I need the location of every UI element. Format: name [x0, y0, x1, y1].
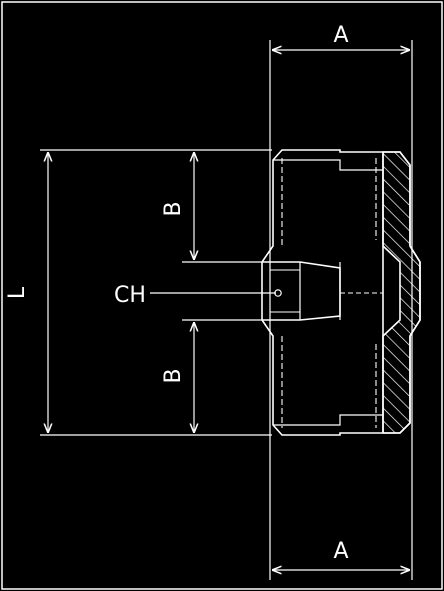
dimension-ch: CH: [114, 283, 282, 308]
nipple-fitting: [261, 149, 421, 436]
dim-label-a-top: A: [333, 23, 348, 48]
dimension-a-bottom: A: [272, 539, 410, 570]
dim-label-ch: CH: [114, 283, 146, 308]
thread-upper: [281, 158, 377, 246]
dimension-a-top: A: [272, 23, 410, 50]
dim-label-b-lower: B: [161, 368, 186, 383]
dimension-b-upper: B: [161, 152, 194, 260]
dim-label-l: L: [5, 286, 30, 299]
dimension-b-lower: B: [161, 322, 194, 433]
section-hatch: [382, 151, 421, 434]
extension-lines: [40, 40, 413, 580]
thread-lower: [281, 336, 377, 428]
dim-label-b-upper: B: [161, 201, 186, 216]
hex-section: [262, 261, 383, 321]
outer-profile: [261, 149, 421, 436]
dimension-l: L: [5, 152, 48, 433]
dim-label-a-bottom: A: [333, 539, 348, 564]
